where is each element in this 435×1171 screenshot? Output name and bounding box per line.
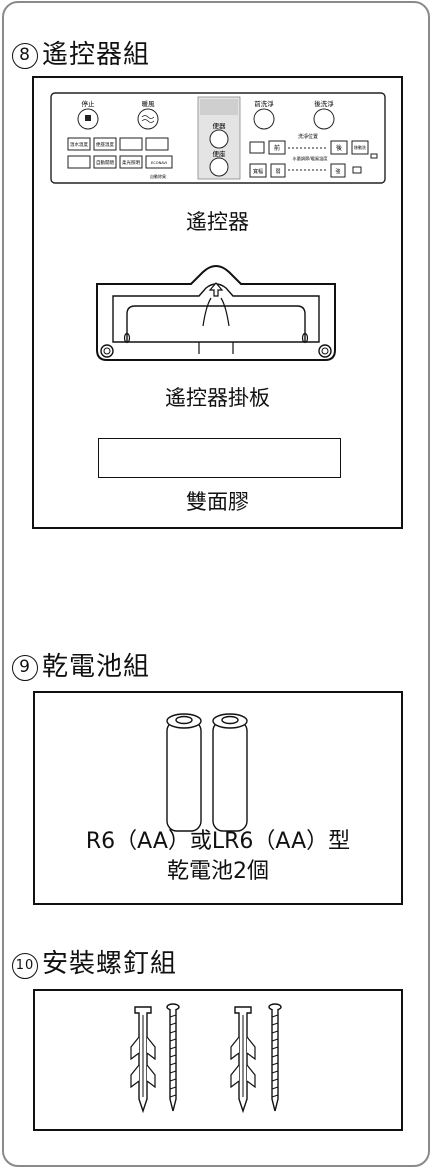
remote-stop-label: 停止 <box>82 99 96 108</box>
remote-econ-label: ECONAVI <box>151 161 167 165</box>
remote-front-label: 前洗淨 <box>254 99 274 108</box>
remote-plow-label: 弱 <box>275 169 280 175</box>
remote-dry-label: 暖風 <box>142 100 156 108</box>
remote-posF-label: 前 <box>274 144 280 152</box>
remote-night-label: 柔光照明 <box>122 159 140 166</box>
section10-box <box>33 989 403 1131</box>
remote-flushS-label: 便座 <box>213 149 227 158</box>
remote-posR-label: 後 <box>336 144 342 152</box>
remote-auto-label: 自動開閉 <box>96 159 114 166</box>
remote-phigh-label: 強 <box>335 168 340 175</box>
double-sided-tape-illustration <box>98 438 341 478</box>
remote-position-label: 洗淨位置 <box>298 133 318 140</box>
section9-number: 9 <box>12 655 38 681</box>
section9-title-text: 乾電池組 <box>42 652 151 682</box>
tape-label: 雙面膠 <box>186 490 249 514</box>
section8-title-text: 遙控器組 <box>42 40 151 70</box>
remote-mount-plate-illustration <box>96 265 336 361</box>
remote-water-label: 溫水溫度 <box>70 141 88 148</box>
remote-wide-label: 寬幅 <box>253 168 263 175</box>
section8-box: 便器 便座 停止 暖風 溫水溫度 便座溫度 自動開閉 柔光照明 ECONAVI … <box>32 76 403 529</box>
remote-massage-label: 移動洗 <box>354 144 366 150</box>
section8-number: 8 <box>12 43 38 69</box>
remote-seat-label: 便座溫度 <box>96 141 114 148</box>
remote-pressure-label: 水量調節/暖風溫度 <box>293 155 329 162</box>
screw-set-illustration <box>130 1003 282 1112</box>
remote-label: 遙控器 <box>186 210 249 234</box>
page-frame <box>2 1 430 1167</box>
remote-autoflush-label: 自動除臭 <box>150 173 166 179</box>
remote-control-illustration: 便器 便座 停止 暖風 溫水溫度 便座溫度 自動開閉 柔光照明 ECONAVI … <box>50 92 386 184</box>
section9-box: R6（AA）或LR6（AA）型 乾電池2個 <box>33 691 403 905</box>
battery-spec-line2: 乾電池2個 <box>167 859 269 884</box>
section10-title-text: 安裝螺釘組 <box>42 949 178 979</box>
battery-spec-line1: R6（AA）或LR6（AA）型 <box>85 829 351 854</box>
battery-icon <box>166 713 248 832</box>
section10-number: 10 <box>12 953 38 979</box>
remote-flushL-label: 便器 <box>213 121 227 130</box>
remote-rear-label: 後洗淨 <box>314 99 334 108</box>
mount-plate-label: 遙控器掛板 <box>165 386 270 410</box>
